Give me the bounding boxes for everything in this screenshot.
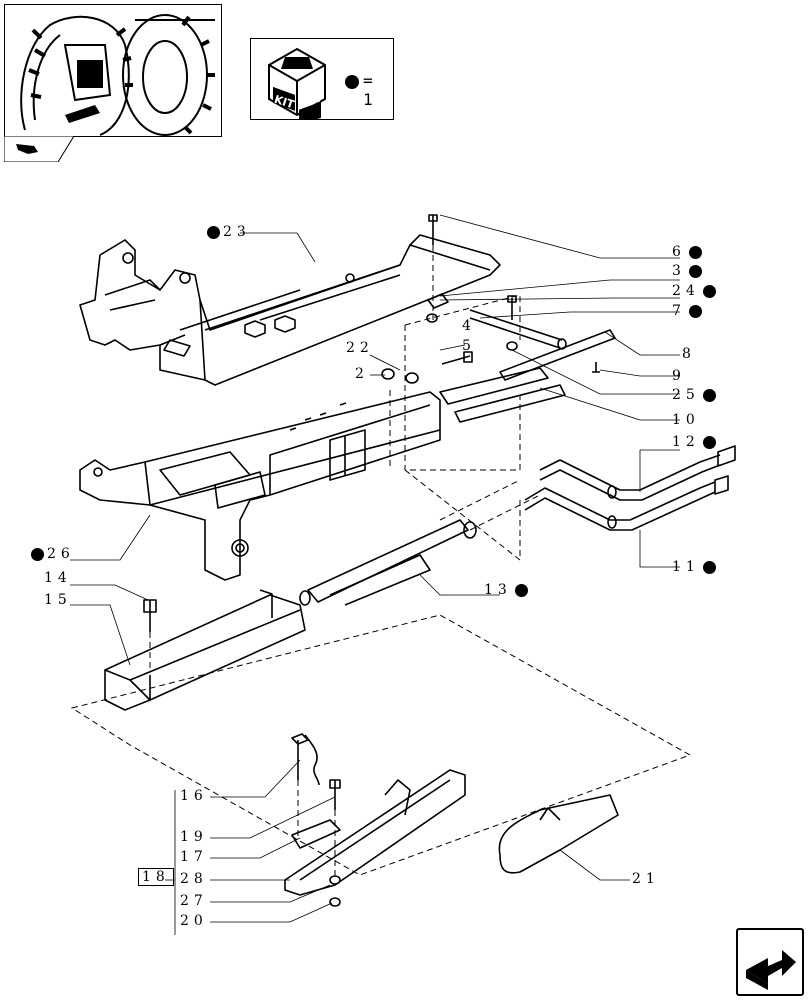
tractor-thumbnail — [4, 4, 222, 137]
callout-20: 20 — [180, 913, 208, 929]
callout-14: 14 — [44, 570, 72, 586]
kit-box-icon: KIT KIT — [268, 47, 326, 119]
callout-9: 9 — [672, 368, 686, 384]
arrow-next-icon — [746, 950, 796, 990]
kit-marker-dot — [702, 284, 716, 298]
callout-16: 16 — [180, 788, 208, 804]
callout-24: 24 — [672, 283, 719, 299]
callout-3: 3 — [672, 263, 705, 279]
callout-11: 11 — [672, 559, 719, 575]
kit-marker-dot — [688, 245, 702, 259]
callout-28: 28 — [180, 871, 208, 887]
callout-13: 13 — [484, 582, 531, 598]
callout-17: 17 — [180, 849, 208, 865]
kit-marker-dot — [31, 547, 44, 561]
callout-25: 25 — [672, 387, 719, 403]
kit-legend: KIT KIT = 1 — [250, 38, 394, 120]
kit-marker-dot — [702, 560, 716, 574]
callout-5: 5 — [462, 338, 476, 354]
callout-15: 15 — [44, 592, 72, 608]
callout-21: 21 — [632, 871, 660, 887]
callout-8: 8 — [682, 346, 696, 362]
kit-marker-dot — [688, 264, 702, 278]
kit-label-right: KIT — [300, 91, 324, 110]
callout-10: 10 — [672, 412, 700, 428]
kit-qty-text: = 1 — [363, 71, 374, 109]
callout-2: 2 — [355, 366, 369, 382]
kit-dot-icon — [345, 75, 359, 89]
callout-7: 7 — [672, 303, 705, 319]
kit-marker-dot — [702, 388, 716, 402]
view-tab — [3, 135, 75, 163]
kit-label-left: KIT — [273, 93, 297, 112]
next-page-button[interactable] — [736, 928, 804, 996]
callout-4: 4 — [462, 318, 476, 334]
callout-19: 19 — [180, 829, 208, 845]
callout-26: 26 — [28, 546, 75, 562]
callout-23: 23 — [204, 224, 251, 240]
tractor-thumbnail-image — [20, 14, 215, 136]
callout-18: 18 — [138, 868, 174, 886]
callout-22: 22 — [346, 340, 374, 356]
kit-marker-dot — [688, 304, 702, 318]
callout-27: 27 — [180, 893, 208, 909]
kit-marker-dot — [207, 225, 220, 239]
kit-marker-dot — [702, 435, 716, 449]
kit-marker-dot — [514, 583, 528, 597]
callout-12: 12 — [672, 434, 719, 450]
callout-6: 6 — [672, 244, 705, 260]
tractor-tab-icon — [16, 144, 38, 154]
